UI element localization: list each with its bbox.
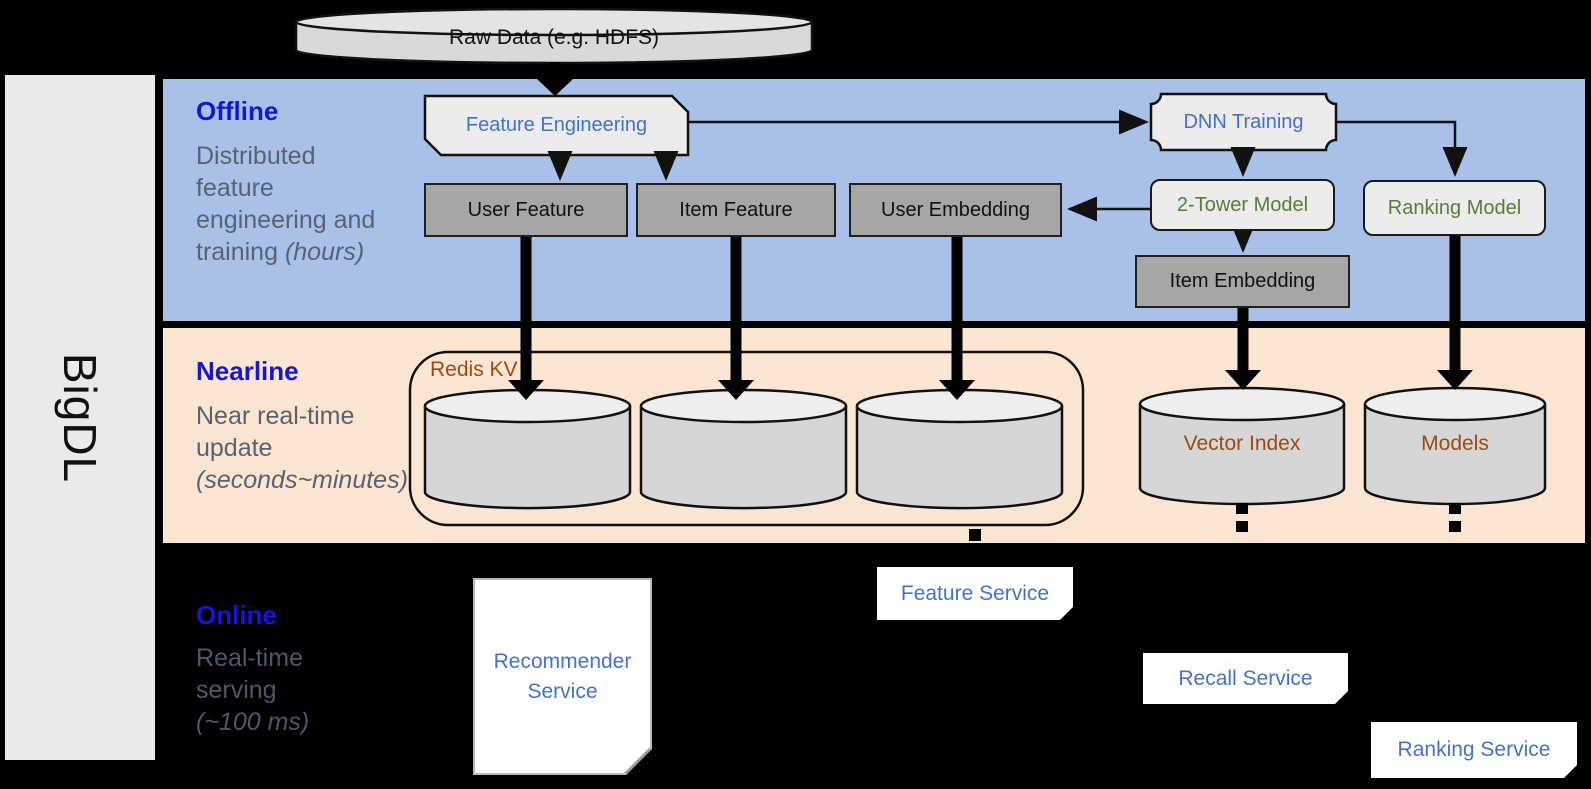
ranking-service-node: Ranking Service	[1371, 722, 1577, 778]
offline-section-title: Offline	[196, 96, 279, 126]
nearline-section-description: Near real-time update (seconds~minutes)	[196, 402, 408, 494]
online-section-description: Real-time serving (~100 ms)	[196, 644, 310, 736]
bigdl-sidebar: BigDL	[5, 75, 155, 760]
folded-corner-icon	[1564, 765, 1577, 778]
item-embedding-node: Item Embedding	[1135, 255, 1350, 308]
bigdl-logo: BigDL	[53, 352, 106, 483]
ranking-model-node: Ranking Model	[1363, 180, 1546, 236]
recommender-service-document: Recommender Service	[473, 578, 652, 775]
redis-kv-label: Redis KV	[430, 358, 518, 381]
online-section-title: Online	[196, 600, 277, 630]
nearline-section-title: Nearline	[196, 356, 299, 386]
offline-section-description: Distributed feature engineering and trai…	[196, 142, 376, 266]
recall-service-node: Recall Service	[1143, 653, 1348, 704]
user-feature-node: User Feature	[424, 183, 628, 237]
folded-corner-icon	[624, 747, 650, 773]
vector-index-label: Vector Index	[1183, 432, 1301, 455]
feature-service-node: Feature Service	[877, 567, 1073, 620]
user-embedding-node: User Embedding	[849, 183, 1062, 237]
item-feature-node: Item Feature	[636, 183, 836, 237]
folded-corner-icon	[1060, 607, 1073, 620]
two-tower-model-node: 2-Tower Model	[1150, 179, 1335, 231]
folded-corner-icon	[1335, 691, 1348, 704]
raw-data-label: Raw Data (e.g. HDFS)	[448, 26, 660, 49]
dnn-training-node: DNN Training	[1183, 110, 1304, 133]
feature-engineering-node: Feature Engineering	[465, 114, 648, 136]
models-label: Models	[1421, 432, 1489, 455]
